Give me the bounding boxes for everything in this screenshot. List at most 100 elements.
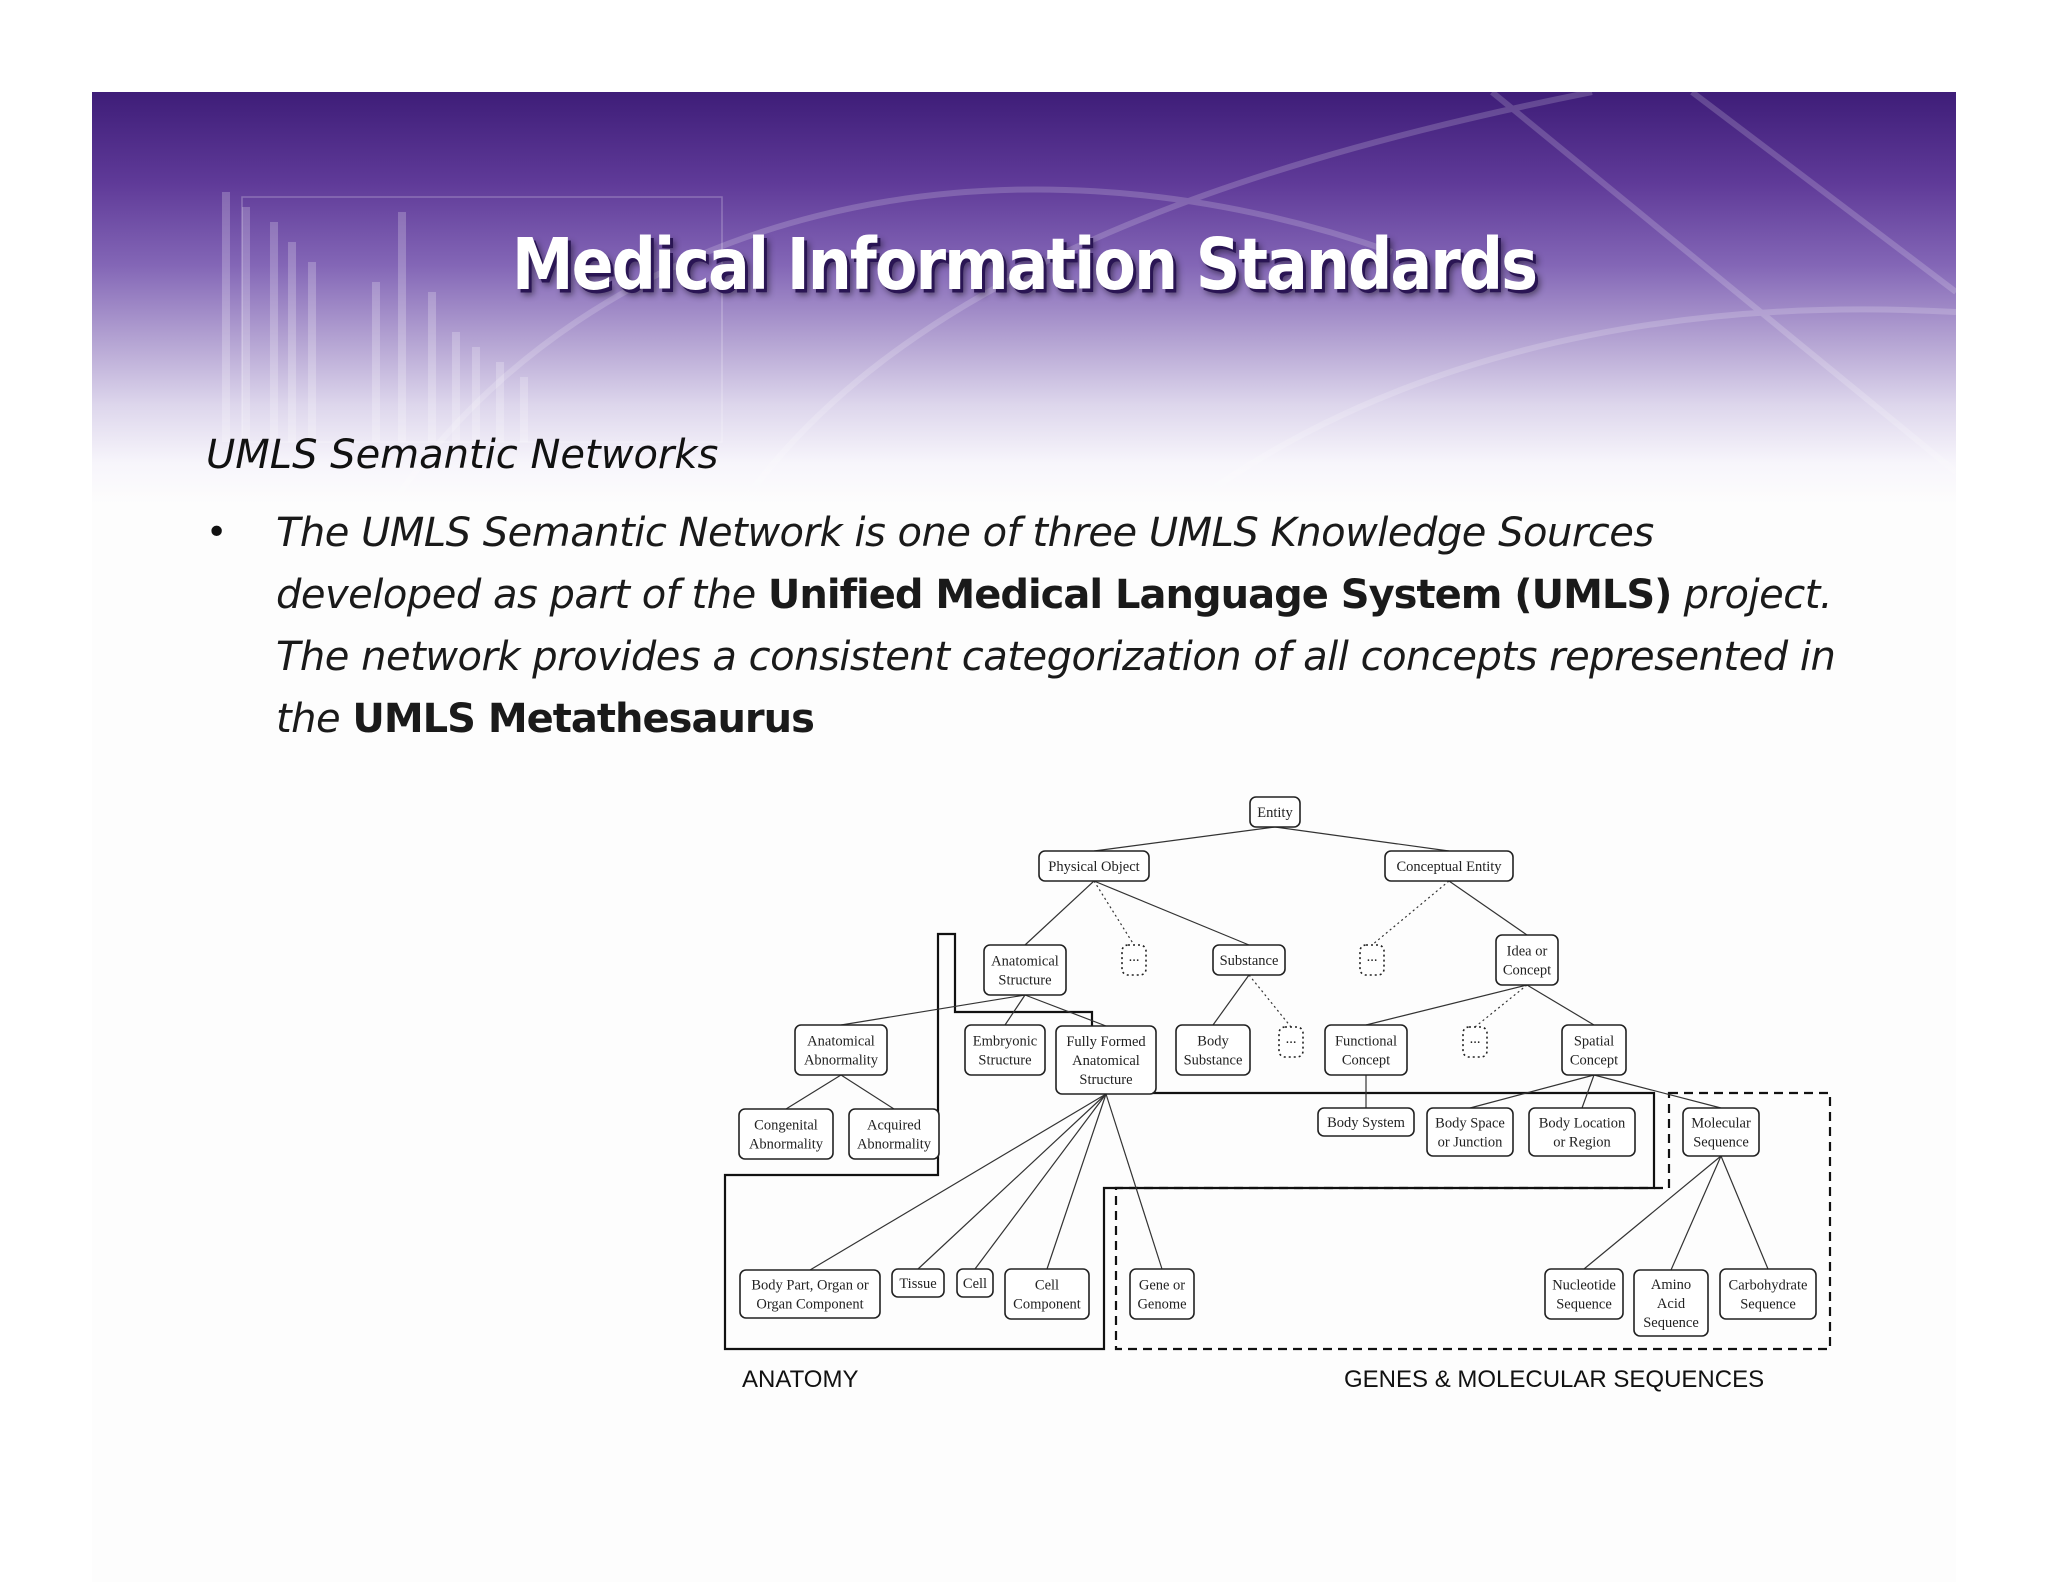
node-label: Carbohydrate bbox=[1729, 1278, 1808, 1294]
node-entity: Entity bbox=[1249, 796, 1301, 828]
edge-conceptual_entity-to-idea_or_concept bbox=[1448, 880, 1528, 936]
node-ellipsis-3: ... bbox=[1278, 1026, 1304, 1058]
node-label: Cell bbox=[1035, 1278, 1059, 1294]
node-label: Sequence bbox=[1693, 1135, 1749, 1151]
node-label: Acquired bbox=[867, 1118, 922, 1134]
node-label: Sequence bbox=[1740, 1297, 1796, 1313]
node-label: Anatomical bbox=[991, 954, 1059, 970]
node-label: Structure bbox=[998, 973, 1051, 989]
node-label: Body System bbox=[1327, 1115, 1405, 1131]
node-label: Substance bbox=[1220, 953, 1279, 969]
node-body-part: Body Part, Organ or Organ Component bbox=[739, 1269, 881, 1319]
node-label: Organ Component bbox=[756, 1297, 863, 1313]
node-label: Nucleotide bbox=[1552, 1278, 1616, 1294]
node-label: Abnormality bbox=[804, 1053, 879, 1069]
banner-decoration bbox=[222, 92, 1956, 504]
node-label: Concept bbox=[1342, 1053, 1390, 1069]
node-label: ... bbox=[1129, 949, 1140, 965]
node-label: Genome bbox=[1137, 1297, 1186, 1313]
node-label: Body Part, Organ or bbox=[751, 1278, 869, 1294]
edge-spatial_concept-to-body_space bbox=[1469, 1074, 1595, 1109]
node-substance: Substance bbox=[1212, 944, 1286, 976]
edge-fully_formed-to-gene_or_genome bbox=[1105, 1093, 1163, 1270]
edge-idea_or_concept-to-functional_concept bbox=[1365, 984, 1528, 1026]
node-label: ... bbox=[1286, 1031, 1297, 1047]
bullet-bold-umls-system: Unified Medical Language System (UMLS) bbox=[767, 572, 1673, 618]
edge-substance-to-body_substance bbox=[1212, 974, 1250, 1026]
edge-molecular_sequence-to-nucleotide_sequence bbox=[1583, 1155, 1722, 1270]
node-label: Entity bbox=[1257, 805, 1293, 821]
edge-fully_formed-to-body_part bbox=[809, 1093, 1107, 1271]
edge-molecular_sequence-to-amino_acid_sequence bbox=[1670, 1155, 1722, 1271]
slide-title: Medical Information Standards bbox=[511, 222, 1538, 307]
node-physical-object: Physical Object bbox=[1038, 850, 1150, 882]
node-label: Idea or bbox=[1507, 944, 1548, 960]
node-label: Component bbox=[1013, 1297, 1081, 1313]
edge-anatomical_abnormality-to-acquired_abnormality bbox=[840, 1074, 895, 1110]
node-label: Abnormality bbox=[857, 1137, 932, 1153]
node-ellipsis-1: ... bbox=[1121, 944, 1147, 976]
node-label: Sequence bbox=[1556, 1297, 1612, 1313]
node-label: Structure bbox=[1079, 1072, 1132, 1088]
node-label: ... bbox=[1367, 949, 1378, 965]
node-tissue: Tissue bbox=[891, 1268, 945, 1298]
node-label: Gene or bbox=[1139, 1278, 1185, 1294]
edge-conceptual_entity-to-ellipsis_2 bbox=[1371, 880, 1450, 946]
edge-spatial_concept-to-body_location bbox=[1581, 1074, 1595, 1109]
node-label: Anatomical bbox=[1072, 1053, 1140, 1069]
node-label: Body Location bbox=[1539, 1116, 1626, 1132]
edge-fully_formed-to-cell bbox=[974, 1093, 1107, 1270]
node-ellipsis-4: ... bbox=[1462, 1026, 1488, 1058]
edge-anatomical_abnormality-to-congenital_abnormality bbox=[785, 1074, 842, 1110]
node-label: ... bbox=[1470, 1031, 1481, 1047]
genes-label: GENES & MOLECULAR SEQUENCES bbox=[1344, 1366, 1765, 1393]
bullet-paragraph: The UMLS Semantic Network is one of thre… bbox=[276, 502, 1836, 750]
edge-spatial_concept-to-molecular_sequence bbox=[1593, 1074, 1722, 1109]
node-label: Conceptual Entity bbox=[1396, 859, 1502, 875]
edge-anatomical_structure-to-anatomical_abnormality bbox=[840, 994, 1026, 1026]
node-body-location: Body Location or Region bbox=[1528, 1107, 1636, 1157]
node-label: Concept bbox=[1570, 1053, 1618, 1069]
edge-physical_object-to-substance bbox=[1093, 880, 1250, 946]
node-body-system: Body System bbox=[1317, 1107, 1415, 1137]
node-label: Structure bbox=[978, 1053, 1031, 1069]
node-label: Abnormality bbox=[749, 1137, 824, 1153]
edge-idea_or_concept-to-ellipsis_4 bbox=[1474, 984, 1528, 1028]
node-label: Functional bbox=[1335, 1034, 1397, 1050]
node-label: Spatial bbox=[1574, 1034, 1614, 1050]
node-label: Body bbox=[1197, 1034, 1229, 1050]
diagram-edges bbox=[785, 826, 1769, 1271]
node-label: Sequence bbox=[1643, 1315, 1699, 1331]
node-label: Substance bbox=[1184, 1053, 1243, 1069]
node-label: Physical Object bbox=[1048, 859, 1139, 875]
edge-anatomical_structure-to-embryonic_structure bbox=[1004, 994, 1026, 1026]
node-label: Molecular bbox=[1691, 1116, 1751, 1132]
anatomy-label: ANATOMY bbox=[742, 1366, 859, 1393]
node-label: Embryonic bbox=[973, 1034, 1037, 1050]
node-label: Fully Formed bbox=[1066, 1034, 1146, 1050]
edge-entity-to-physical_object bbox=[1093, 826, 1276, 852]
edge-entity-to-conceptual_entity bbox=[1274, 826, 1450, 852]
node-label: or Region bbox=[1553, 1135, 1611, 1151]
title-banner bbox=[92, 92, 1956, 504]
edge-fully_formed-to-tissue bbox=[917, 1093, 1107, 1270]
node-label: or Junction bbox=[1438, 1135, 1504, 1151]
edge-physical_object-to-ellipsis_1 bbox=[1093, 880, 1135, 946]
edge-idea_or_concept-to-spatial_concept bbox=[1526, 984, 1595, 1026]
